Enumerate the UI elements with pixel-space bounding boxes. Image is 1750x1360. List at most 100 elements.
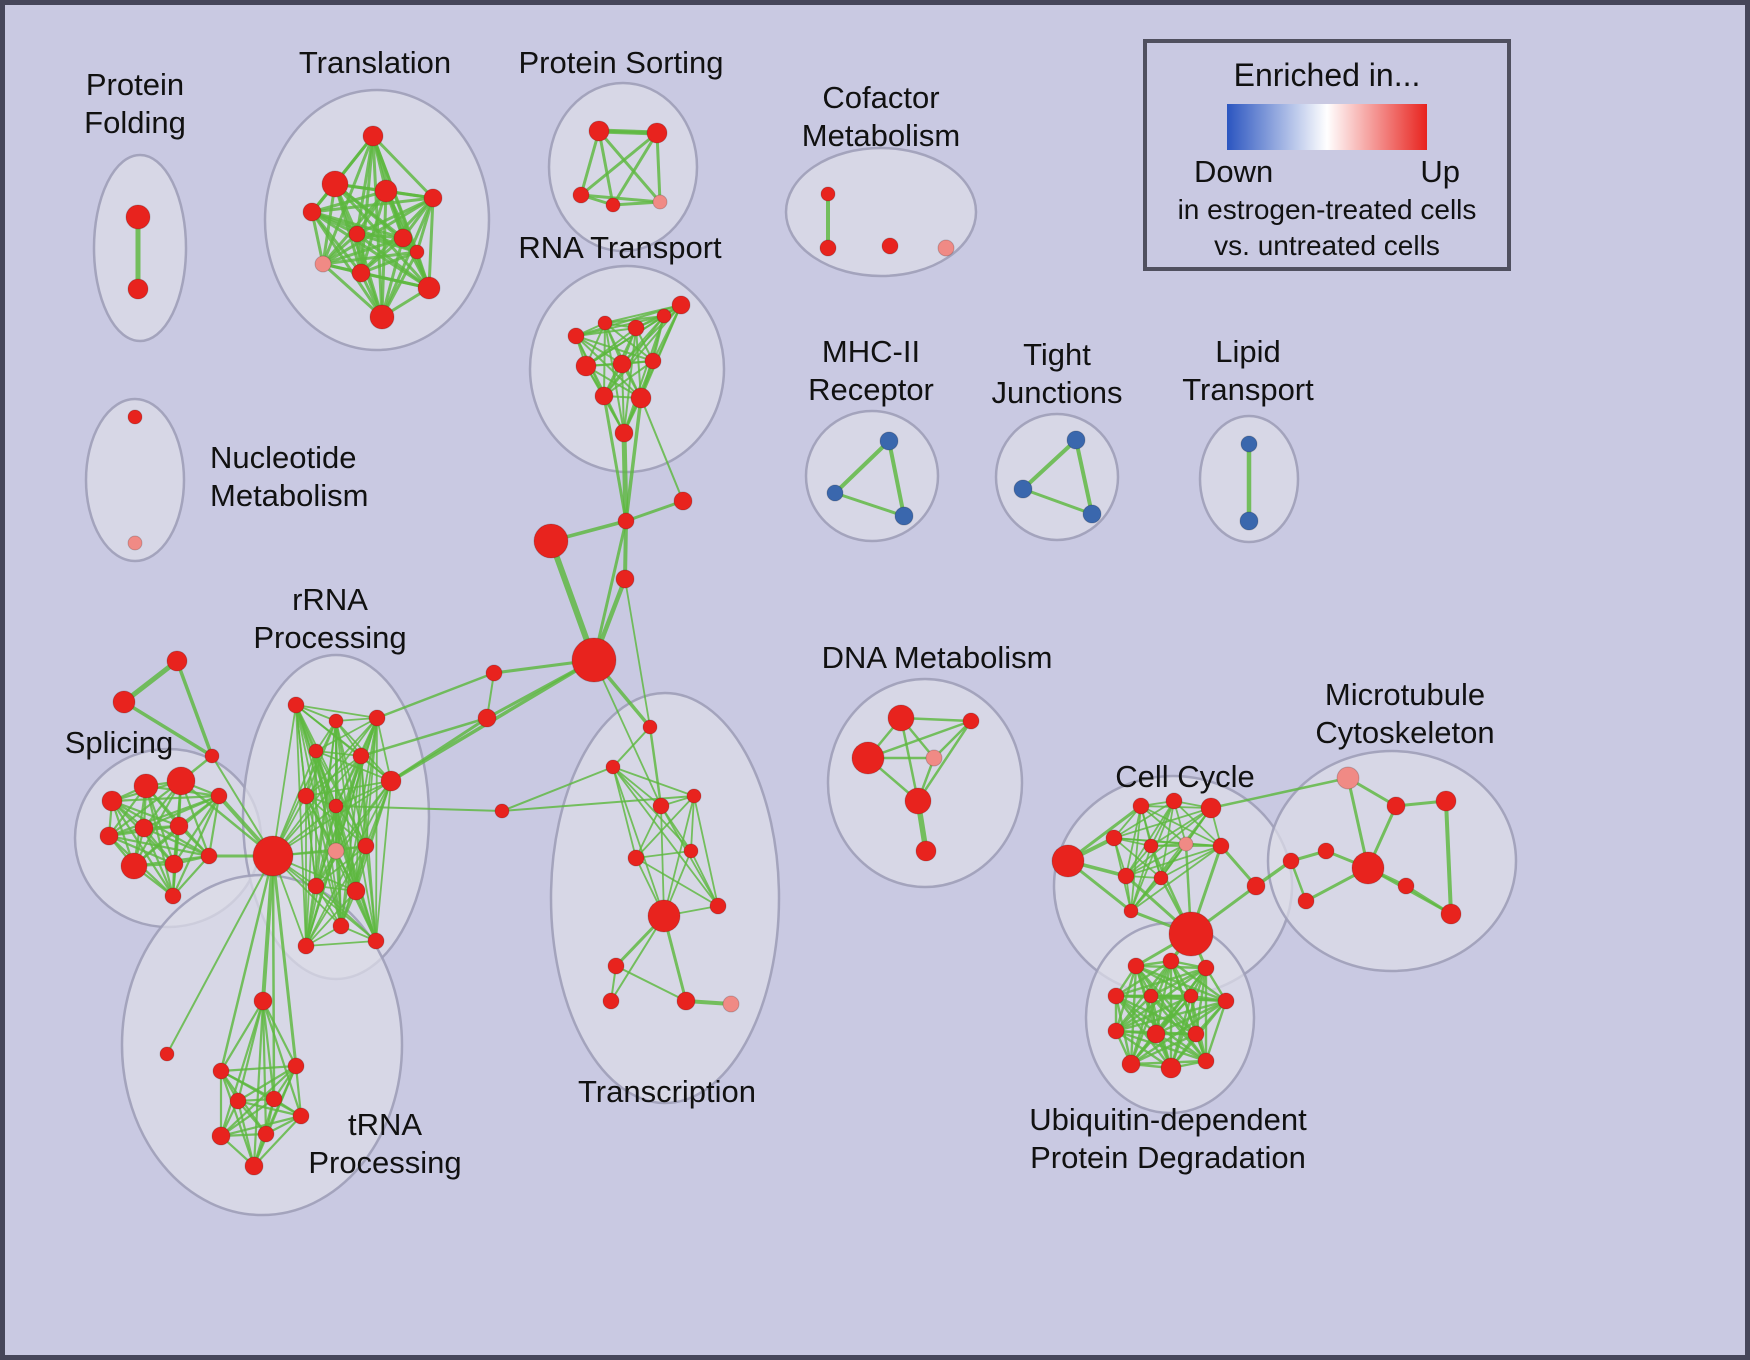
edge-c6-c12	[1130, 845, 1152, 912]
node-st2	[112, 690, 136, 714]
edge-sp10-sp11	[171, 854, 211, 898]
edge-u10-u11	[1129, 1032, 1198, 1066]
label-rna-transport: RNA Transport	[518, 230, 722, 265]
node-rt1	[567, 327, 585, 345]
edge-rt10-h3	[640, 397, 684, 502]
node-c4	[1200, 797, 1222, 819]
node-t9	[351, 263, 371, 283]
node-cm2	[819, 239, 837, 257]
edge-tr3-tr8	[294, 1064, 303, 1118]
edge-c3-c9	[1125, 800, 1175, 877]
node-m1	[879, 431, 899, 451]
nodes	[99, 120, 1462, 1176]
edge-ps3-ps5	[579, 193, 662, 204]
node-tr9	[244, 1156, 264, 1176]
node-mc6	[1397, 877, 1415, 895]
edge-tx5-tx6	[635, 850, 692, 859]
node-tx1	[642, 719, 658, 735]
node-ps5	[652, 194, 668, 210]
node-r11	[357, 837, 375, 855]
node-t10	[417, 276, 441, 300]
edge-c2-c12	[1130, 805, 1142, 912]
edge-sp4-sp10	[207, 794, 221, 858]
edge-tr4-tr8	[236, 1099, 303, 1118]
cluster-nucleotide-metabolism	[84, 397, 186, 563]
edge-t7-t8	[321, 236, 405, 266]
edge-tx6-tx8	[690, 850, 719, 907]
edge-tx4-tx7	[663, 795, 695, 917]
node-sp10	[200, 847, 218, 865]
edge-m1-m3	[887, 439, 906, 518]
edge-h4-tx1	[624, 578, 651, 728]
edge-r11-r12	[315, 845, 367, 887]
edge-u6-u8	[1114, 994, 1193, 1033]
node-lt2	[1239, 511, 1259, 531]
node-c2	[1132, 797, 1150, 815]
edge-r6-r12	[315, 780, 392, 887]
node-r15	[297, 937, 315, 955]
legend-down-label: Down	[1194, 154, 1274, 189]
edge-st1-st2	[121, 658, 180, 705]
legend-gradient-bar	[1227, 104, 1427, 150]
edge-u7-u9	[1154, 999, 1228, 1036]
label-transcription: Transcription	[578, 1074, 756, 1109]
node-sp9	[164, 854, 184, 874]
node-u3	[1197, 959, 1215, 977]
edge-r6-r8	[335, 780, 392, 807]
node-tx9	[607, 957, 625, 975]
legend-title: Enriched in...	[1233, 57, 1421, 93]
edge-c4-c5	[1113, 807, 1212, 839]
edge-tr1-tr5	[261, 999, 276, 1101]
node-cn1	[485, 664, 503, 682]
edge-r9-tr5	[271, 854, 276, 1101]
node-u1	[1127, 957, 1145, 975]
node-ps4	[605, 197, 621, 213]
edge-r8-cn3	[335, 805, 503, 812]
edge-cn2-r5	[359, 716, 489, 758]
node-bh	[571, 637, 617, 683]
node-m2	[826, 484, 844, 502]
node-rt5	[671, 295, 691, 315]
edge-mc3-mc7	[1444, 799, 1453, 916]
node-r2	[328, 713, 344, 729]
node-ps2	[646, 122, 668, 144]
edge-r11-r16	[365, 845, 377, 942]
edge-t1-t5	[371, 134, 435, 200]
node-c9	[1117, 867, 1135, 885]
edge-u1-u7	[1134, 964, 1228, 1003]
cluster-mhc-ii-receptor	[804, 409, 940, 543]
edge-sp5-sp9	[107, 834, 176, 866]
node-tr5	[265, 1090, 283, 1108]
node-c14	[1282, 852, 1300, 870]
edge-tj1-tj2	[1021, 438, 1078, 491]
edge-tr3-tr4	[236, 1064, 298, 1103]
edge-tx4-tx6	[690, 795, 695, 852]
node-rt7	[612, 354, 632, 374]
edge-tr5-tr6	[219, 1097, 276, 1138]
node-rt10	[630, 387, 652, 409]
node-m3	[894, 506, 914, 526]
node-c5	[1105, 829, 1123, 847]
node-mc8	[1297, 892, 1315, 910]
node-r8	[328, 798, 344, 814]
edge-h2-h4	[623, 519, 628, 581]
node-mc1	[1336, 766, 1360, 790]
node-t5	[423, 188, 443, 208]
edge-st2-st3	[122, 700, 214, 758]
edge-sp4-sp11	[171, 794, 221, 898]
node-u12	[1160, 1057, 1182, 1079]
node-nm2	[127, 535, 143, 551]
edge-r3-r4	[315, 717, 378, 752]
edge-sp3-sp8	[132, 779, 183, 868]
node-tr4	[229, 1092, 247, 1110]
node-mc2	[1386, 796, 1406, 816]
node-pf1	[125, 204, 151, 230]
edge-r7-r12	[305, 795, 317, 887]
edge-d2-d5	[916, 719, 973, 803]
edge-rt9-h2	[602, 394, 628, 523]
